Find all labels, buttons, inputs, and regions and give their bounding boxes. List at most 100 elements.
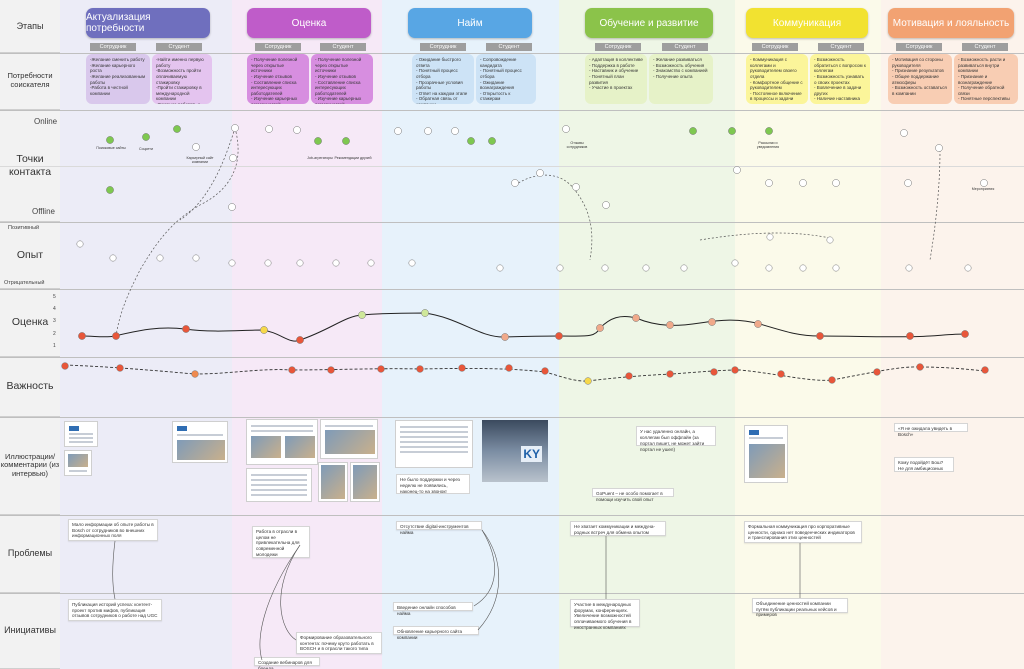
- touchpoint-marker[interactable]: [106, 136, 114, 144]
- experience-marker[interactable]: [964, 264, 972, 272]
- experience-marker[interactable]: [765, 264, 773, 272]
- illustration-photo[interactable]: KY: [482, 420, 548, 482]
- illustration-screenshot[interactable]: [64, 450, 92, 476]
- illustration-screenshot[interactable]: [246, 419, 318, 465]
- experience-marker[interactable]: [680, 264, 688, 272]
- illustration-screenshot[interactable]: [246, 468, 312, 502]
- experience-marker[interactable]: [766, 233, 774, 241]
- importance-marker[interactable]: [458, 364, 466, 372]
- touchpoint-marker[interactable]: [536, 169, 544, 177]
- touchpoint-marker[interactable]: [765, 127, 773, 135]
- rating-marker[interactable]: [296, 336, 304, 344]
- importance-marker[interactable]: [416, 365, 424, 373]
- importance-marker[interactable]: [625, 372, 633, 380]
- touchpoint-marker[interactable]: [689, 127, 697, 135]
- touchpoint-marker[interactable]: [424, 127, 432, 135]
- experience-marker[interactable]: [367, 259, 375, 267]
- rating-marker[interactable]: [708, 318, 716, 326]
- importance-marker[interactable]: [731, 366, 739, 374]
- experience-marker[interactable]: [799, 264, 807, 272]
- touchpoint-marker[interactable]: [265, 125, 273, 133]
- rating-marker[interactable]: [906, 332, 914, 340]
- rating-marker[interactable]: [596, 324, 604, 332]
- stage-header-motivation[interactable]: Мотивация и лояльность: [888, 8, 1014, 38]
- importance-marker[interactable]: [505, 364, 513, 372]
- touchpoint-marker[interactable]: [173, 125, 181, 133]
- stage-header-evaluation[interactable]: Оценка: [247, 8, 371, 38]
- stage-header-hiring[interactable]: Найм: [408, 8, 532, 38]
- experience-marker[interactable]: [832, 264, 840, 272]
- importance-marker[interactable]: [981, 366, 989, 374]
- illustration-screenshot[interactable]: [172, 421, 228, 463]
- importance-marker[interactable]: [828, 376, 836, 384]
- rating-marker[interactable]: [961, 330, 969, 338]
- experience-marker[interactable]: [731, 259, 739, 267]
- experience-marker[interactable]: [264, 259, 272, 267]
- rating-marker[interactable]: [358, 311, 366, 319]
- rating-marker[interactable]: [816, 332, 824, 340]
- touchpoint-marker[interactable]: [799, 179, 807, 187]
- experience-marker[interactable]: [642, 264, 650, 272]
- experience-marker[interactable]: [826, 236, 834, 244]
- touchpoint-marker[interactable]: [832, 179, 840, 187]
- touchpoint-marker[interactable]: [394, 127, 402, 135]
- touchpoint-marker[interactable]: [935, 144, 943, 152]
- importance-marker[interactable]: [191, 370, 199, 378]
- illustration-screenshot[interactable]: [320, 419, 378, 459]
- touchpoint-marker[interactable]: [192, 143, 200, 151]
- experience-marker[interactable]: [408, 259, 416, 267]
- importance-marker[interactable]: [584, 377, 592, 385]
- touchpoint-marker[interactable]: [467, 137, 475, 145]
- touchpoint-marker[interactable]: [980, 179, 988, 187]
- touchpoint-marker[interactable]: [231, 124, 239, 132]
- importance-marker[interactable]: [916, 363, 924, 371]
- touchpoint-marker[interactable]: [229, 154, 237, 162]
- rating-marker[interactable]: [182, 325, 190, 333]
- illustration-screenshot[interactable]: [318, 462, 348, 502]
- illustration-screenshot[interactable]: [395, 420, 473, 468]
- importance-marker[interactable]: [116, 364, 124, 372]
- experience-marker[interactable]: [556, 264, 564, 272]
- touchpoint-marker[interactable]: [765, 179, 773, 187]
- touchpoint-marker[interactable]: [904, 179, 912, 187]
- illustration-screenshot[interactable]: [350, 462, 380, 502]
- touchpoint-marker[interactable]: [488, 137, 496, 145]
- importance-marker[interactable]: [777, 370, 785, 378]
- experience-marker[interactable]: [109, 254, 117, 262]
- rating-marker[interactable]: [555, 332, 563, 340]
- experience-marker[interactable]: [296, 259, 304, 267]
- rating-marker[interactable]: [666, 321, 674, 329]
- rating-marker[interactable]: [112, 332, 120, 340]
- touchpoint-marker[interactable]: [293, 126, 301, 134]
- experience-marker[interactable]: [76, 240, 84, 248]
- stage-header-communication[interactable]: Коммуникация: [746, 8, 868, 38]
- experience-marker[interactable]: [496, 264, 504, 272]
- rating-marker[interactable]: [501, 333, 509, 341]
- importance-marker[interactable]: [873, 368, 881, 376]
- touchpoint-marker[interactable]: [106, 186, 114, 194]
- experience-marker[interactable]: [905, 264, 913, 272]
- stage-header-training[interactable]: Обучение и развитие: [585, 8, 713, 38]
- rating-marker[interactable]: [754, 320, 762, 328]
- stage-header-actualization[interactable]: Актуализация потребности: [86, 8, 210, 38]
- touchpoint-marker[interactable]: [511, 179, 519, 187]
- touchpoint-marker[interactable]: [228, 203, 236, 211]
- experience-marker[interactable]: [192, 254, 200, 262]
- illustration-screenshot[interactable]: [64, 421, 98, 447]
- experience-marker[interactable]: [601, 264, 609, 272]
- rating-marker[interactable]: [78, 332, 86, 340]
- touchpoint-marker[interactable]: [728, 127, 736, 135]
- touchpoint-marker[interactable]: [900, 129, 908, 137]
- importance-marker[interactable]: [710, 368, 718, 376]
- illustration-screenshot[interactable]: [744, 425, 788, 483]
- touchpoint-marker[interactable]: [314, 137, 322, 145]
- rating-marker[interactable]: [260, 326, 268, 334]
- rating-marker[interactable]: [421, 309, 429, 317]
- touchpoint-marker[interactable]: [342, 137, 350, 145]
- experience-marker[interactable]: [332, 259, 340, 267]
- touchpoint-marker[interactable]: [602, 201, 610, 209]
- touchpoint-marker[interactable]: [562, 125, 570, 133]
- importance-marker[interactable]: [288, 366, 296, 374]
- importance-marker[interactable]: [377, 365, 385, 373]
- importance-marker[interactable]: [327, 366, 335, 374]
